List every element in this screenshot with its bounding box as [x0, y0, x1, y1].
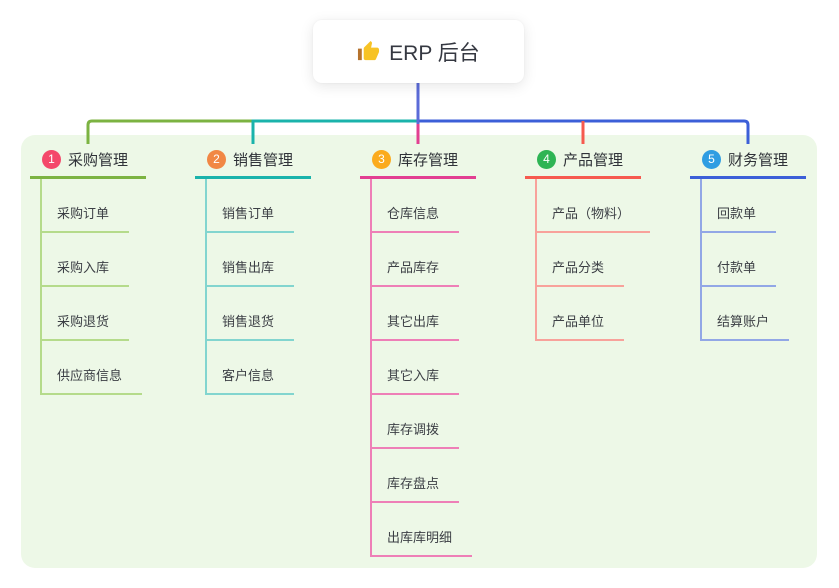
- branch-number-badge: 4: [537, 150, 556, 169]
- child-node: 仓库信息: [370, 179, 476, 233]
- child-node: 产品库存: [370, 233, 476, 287]
- child-node-label[interactable]: 付款单: [700, 257, 777, 287]
- branch-label: 产品管理: [563, 152, 624, 169]
- child-node: 采购入库: [40, 233, 146, 287]
- child-node-label[interactable]: 采购入库: [40, 257, 130, 287]
- child-node-label[interactable]: 销售出库: [205, 257, 295, 287]
- child-node-label[interactable]: 其它入库: [370, 365, 460, 395]
- branch-label: 采购管理: [68, 152, 129, 169]
- branch-2: 2 销售管理销售订单销售出库销售退货客户信息: [195, 149, 311, 395]
- child-node: 其它出库: [370, 287, 476, 341]
- child-node: 产品（物料）: [535, 179, 651, 233]
- child-node-label[interactable]: 产品单位: [535, 311, 625, 341]
- child-node-label[interactable]: 仓库信息: [370, 203, 460, 233]
- child-node: 供应商信息: [40, 341, 146, 395]
- child-node-label[interactable]: 客户信息: [205, 365, 295, 395]
- child-node-label[interactable]: 供应商信息: [40, 365, 143, 395]
- branch-5: 5 财务管理回款单付款单结算账户: [690, 149, 806, 341]
- branch-number-badge: 5: [702, 150, 721, 169]
- branch-title-4[interactable]: 4 产品管理: [525, 149, 641, 179]
- branch-label: 库存管理: [398, 152, 459, 169]
- child-node-label[interactable]: 其它出库: [370, 311, 460, 341]
- child-node-label[interactable]: 采购退货: [40, 311, 130, 341]
- branch-label: 财务管理: [728, 152, 789, 169]
- child-node: 采购订单: [40, 179, 146, 233]
- child-node-label[interactable]: 结算账户: [700, 311, 790, 341]
- child-node-label[interactable]: 产品库存: [370, 257, 460, 287]
- branch-title-1[interactable]: 1 采购管理: [30, 149, 146, 179]
- child-node: 库存调拨: [370, 395, 476, 449]
- child-node: 产品单位: [535, 287, 641, 341]
- child-node-label[interactable]: 销售退货: [205, 311, 295, 341]
- branch-title-3[interactable]: 3 库存管理: [360, 149, 476, 179]
- child-node: 销售订单: [205, 179, 311, 233]
- child-node: 销售退货: [205, 287, 311, 341]
- child-node: 结算账户: [700, 287, 806, 341]
- branch-children: 采购订单采购入库采购退货供应商信息: [40, 179, 146, 395]
- branch-children: 销售订单销售出库销售退货客户信息: [205, 179, 311, 395]
- child-node-label[interactable]: 产品（物料）: [535, 203, 651, 233]
- child-node: 出库库明细: [370, 503, 476, 557]
- branch-title-2[interactable]: 2 销售管理: [195, 149, 311, 179]
- branch-number-badge: 1: [42, 150, 61, 169]
- child-node: 产品分类: [535, 233, 641, 287]
- child-node: 其它入库: [370, 341, 476, 395]
- branch-4: 4 产品管理产品（物料） 产品分类产品单位: [525, 149, 651, 341]
- child-node: 销售出库: [205, 233, 311, 287]
- child-node-label[interactable]: 销售订单: [205, 203, 295, 233]
- thumbs-up-icon: [357, 40, 380, 63]
- child-node: 回款单: [700, 179, 806, 233]
- branch-children: 回款单付款单结算账户: [700, 179, 806, 341]
- branch-3: 3 库存管理仓库信息产品库存其它出库其它入库库存调拨库存盘点出库库明细: [360, 149, 476, 557]
- child-node: 客户信息: [205, 341, 311, 395]
- branches-panel: [21, 135, 817, 568]
- child-node-label[interactable]: 出库库明细: [370, 527, 473, 557]
- branch-children: 仓库信息产品库存其它出库其它入库库存调拨库存盘点出库库明细: [370, 179, 476, 557]
- branch-children: 产品（物料） 产品分类产品单位: [535, 179, 651, 341]
- child-node: 付款单: [700, 233, 806, 287]
- child-node: 采购退货: [40, 287, 146, 341]
- branch-title-5[interactable]: 5 财务管理: [690, 149, 806, 179]
- branch-number-badge: 2: [207, 150, 226, 169]
- child-node-label[interactable]: 库存调拨: [370, 419, 460, 449]
- root-node[interactable]: ERP 后台: [313, 20, 524, 83]
- child-node-label[interactable]: 产品分类: [535, 257, 625, 287]
- child-node-label[interactable]: 回款单: [700, 203, 777, 233]
- root-node-label: ERP 后台: [389, 41, 480, 65]
- branch-label: 销售管理: [233, 152, 294, 169]
- branch-1: 1 采购管理采购订单采购入库采购退货供应商信息: [30, 149, 146, 395]
- child-node: 库存盘点: [370, 449, 476, 503]
- branch-number-badge: 3: [372, 150, 391, 169]
- child-node-label[interactable]: 库存盘点: [370, 473, 460, 503]
- child-node-label[interactable]: 采购订单: [40, 203, 130, 233]
